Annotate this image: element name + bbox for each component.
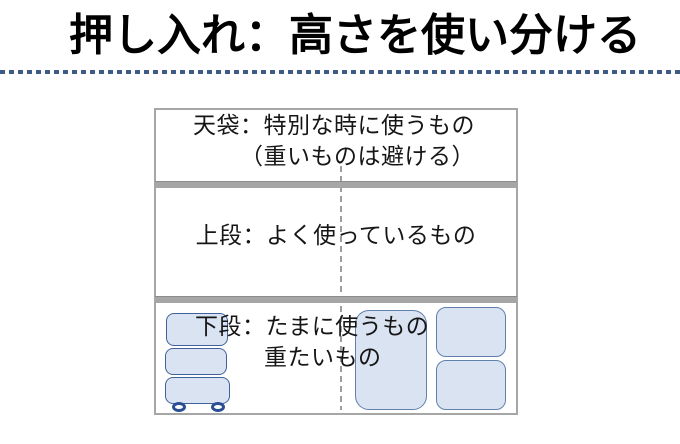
storage-box-small-top bbox=[436, 307, 506, 357]
gedan-label-line1: 下段：たまに使うもの bbox=[195, 313, 430, 339]
section-tenbukuro-label: 天袋：特別な時に使うもの （重いものは避ける） bbox=[193, 110, 475, 172]
joudan-label-line1: 上段：よく使っているもの bbox=[195, 222, 477, 248]
drawer-cart-drawer-bottom bbox=[165, 377, 230, 404]
storage-box-small-bottom bbox=[436, 360, 506, 410]
section-joudan-label: 上段：よく使っているもの bbox=[156, 220, 516, 251]
title-underline-dotted bbox=[0, 70, 680, 74]
center-dashed-divider bbox=[340, 166, 342, 410]
closet-diagram: 天袋：特別な時に使うもの （重いものは避ける） 上段：よく使っているもの 下段：… bbox=[154, 108, 518, 415]
drawer-cart-drawer-top bbox=[166, 313, 228, 346]
caster-wheel-icon bbox=[211, 402, 225, 412]
shelf-divider-upper bbox=[155, 181, 517, 188]
tenbukuro-label-line2: （重いものは避ける） bbox=[240, 143, 475, 169]
storage-box-large bbox=[355, 310, 427, 410]
caster-wheel-icon bbox=[172, 402, 186, 412]
tenbukuro-label-line1: 天袋：特別な時に使うもの bbox=[193, 112, 475, 138]
drawer-cart-drawer-middle bbox=[165, 348, 227, 375]
shelf-divider-lower bbox=[155, 296, 517, 303]
section-gedan-label: 下段：たまに使うもの 重たいもの bbox=[195, 311, 429, 373]
page-title: 押し入れ：高さを使い分ける bbox=[69, 11, 641, 60]
gedan-label-line2: 重たいもの bbox=[264, 344, 382, 370]
